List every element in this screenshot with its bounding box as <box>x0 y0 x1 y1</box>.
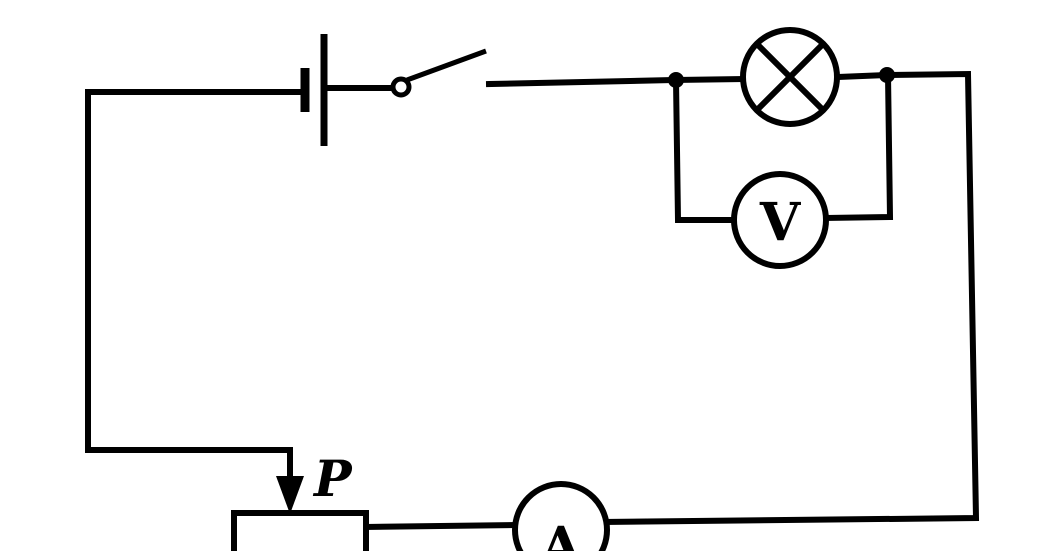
voltmeter-label: V <box>759 192 802 253</box>
junction-dot-left <box>668 72 684 88</box>
battery <box>300 34 328 146</box>
ammeter-label: A <box>540 516 582 551</box>
rheostat: P <box>231 449 369 551</box>
ammeter-body <box>512 481 610 551</box>
voltmeter-branch <box>672 71 894 223</box>
wire-right-side <box>601 70 980 526</box>
wire-rheostat-to-ammeter <box>362 521 519 531</box>
lamp <box>740 27 840 127</box>
wire-left-top <box>85 89 303 483</box>
switch-blade <box>406 48 487 83</box>
lamp-cross-b <box>754 41 826 113</box>
switch-pivot <box>390 76 412 98</box>
wires <box>85 70 980 531</box>
junction-dot-right <box>879 67 895 83</box>
switch <box>390 48 487 98</box>
wire-voltmeter-right <box>822 71 894 222</box>
rheostat-body <box>231 510 369 551</box>
wire-switch-to-junction <box>485 76 680 88</box>
wire-voltmeter-left <box>672 76 736 223</box>
voltmeter: V <box>731 171 829 269</box>
ammeter: A <box>512 481 610 551</box>
slider-label: P <box>312 449 353 508</box>
wire-lamp-to-junction <box>834 71 891 81</box>
slider-arrow-head <box>276 476 304 514</box>
wire-junction-to-lamp <box>672 75 746 84</box>
voltmeter-body <box>731 171 829 269</box>
